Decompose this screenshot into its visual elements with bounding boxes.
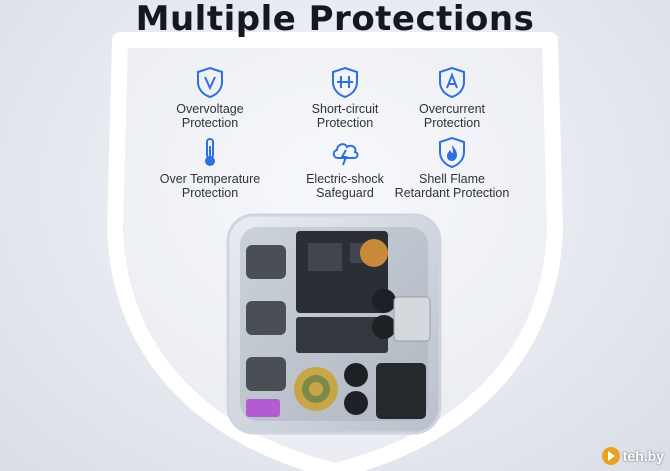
watermark-text: teh.by bbox=[622, 448, 664, 464]
feature-overcurrent: Overcurrent Protection bbox=[377, 66, 527, 130]
overvoltage-shield-icon bbox=[197, 66, 223, 98]
feature-electric-shock: Electric-shock Safeguard bbox=[270, 136, 420, 200]
feature-label: Over Temperature Protection bbox=[159, 172, 261, 200]
watermark: teh.by bbox=[601, 447, 664, 465]
play-logo-icon bbox=[601, 447, 620, 465]
feature-label: Shell Flame Retardant Protection bbox=[394, 172, 510, 200]
feature-label: Short-circuit Protection bbox=[311, 102, 379, 130]
electric-shock-cloud-icon bbox=[332, 143, 359, 166]
feature-overvoltage: Overvoltage Protection bbox=[135, 66, 285, 130]
thermometer-icon bbox=[205, 138, 215, 166]
flame-shield-icon bbox=[439, 136, 465, 168]
short-circuit-icon bbox=[332, 66, 358, 98]
feature-over-temperature: Over Temperature Protection bbox=[135, 136, 285, 200]
feature-label: Electric-shock Safeguard bbox=[306, 172, 384, 200]
feature-label: Overvoltage Protection bbox=[176, 102, 244, 130]
feature-short-circuit: Short-circuit Protection bbox=[270, 66, 420, 130]
feature-flame-retardant: Shell Flame Retardant Protection bbox=[377, 136, 527, 200]
overcurrent-shield-icon bbox=[439, 66, 465, 98]
feature-label: Overcurrent Protection bbox=[419, 102, 485, 130]
transparent-charger-image bbox=[226, 213, 442, 435]
page-title: Multiple Protections bbox=[135, 0, 535, 39]
